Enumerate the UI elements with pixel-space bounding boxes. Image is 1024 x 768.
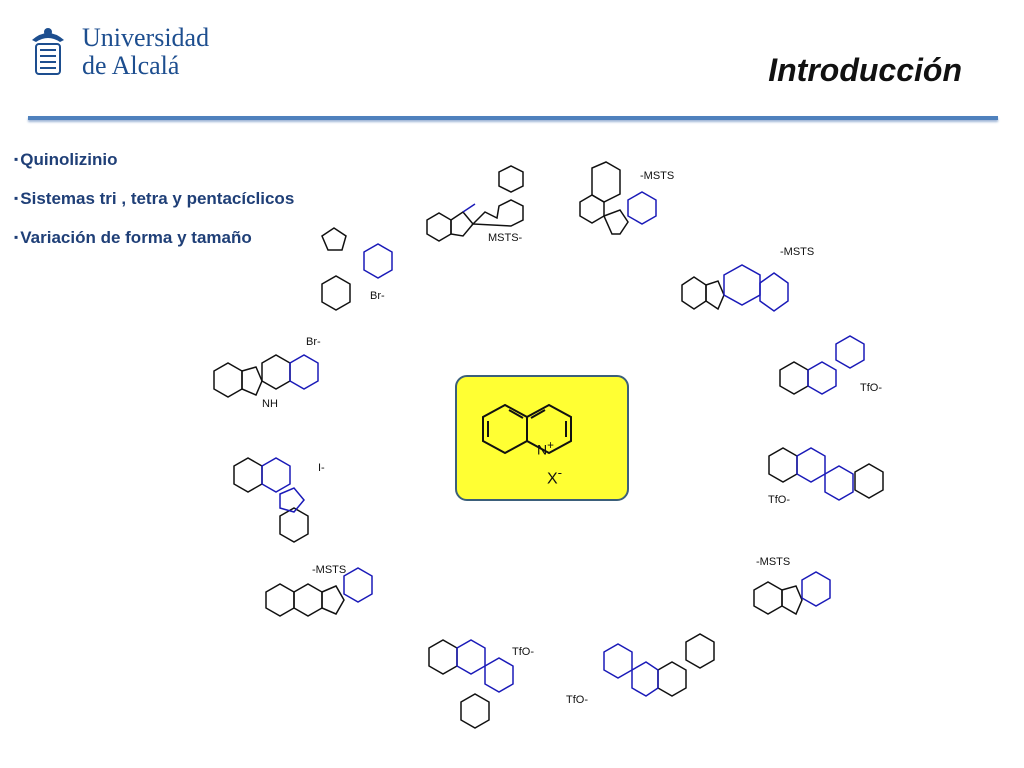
molecule-1 [426, 165, 524, 242]
header-divider [28, 116, 998, 120]
molecule-10 [233, 457, 309, 543]
quinolizinium-structure [482, 403, 572, 455]
logo-line-1: Universidad [82, 23, 210, 52]
molecule-4 [779, 335, 865, 395]
mol2-label: -MSTS [640, 170, 675, 182]
molecule-11 [213, 354, 319, 398]
molecule-7 [603, 633, 715, 697]
center-anion: X [547, 470, 558, 488]
mol8-label: TfO- [512, 646, 534, 658]
molecule-2 [579, 161, 657, 235]
university-logo: Universidad de Alcalá [22, 22, 222, 84]
center-anion-charge: - [557, 465, 563, 480]
molecule-9 [265, 567, 373, 617]
molecule-12 [321, 227, 393, 311]
quinolizinium-core-box: N+ X- [455, 375, 629, 501]
bullet-item: Variación de forma y tamaño [14, 228, 294, 248]
logo-line-2: de Alcalá [82, 51, 180, 80]
mol11-label: Br- [306, 336, 321, 348]
bullet-list: Quinolizinio Sistemas tri , tetra y pent… [14, 150, 294, 267]
mol9-label: -MSTS [312, 564, 347, 576]
mol1-label: MSTS- [488, 232, 523, 244]
center-n: N [537, 441, 548, 458]
crest-icon [32, 28, 64, 75]
page-title: Introducción [768, 52, 962, 88]
bullet-item: Quinolizinio [14, 150, 294, 170]
center-charge: + [547, 439, 554, 452]
mol3-label: -MSTS [780, 246, 815, 258]
bullet-item: Sistemas tri , tetra y pentacíclicos [14, 189, 294, 209]
mol6-label: -MSTS [756, 556, 791, 568]
mol10-label: I- [318, 462, 325, 474]
molecule-8 [428, 639, 514, 729]
nh-label: NH [262, 398, 278, 410]
molecule-6 [753, 571, 831, 616]
mol5-label: TfO- [768, 494, 790, 506]
mol4-label: TfO- [860, 382, 882, 394]
molecule-5 [768, 447, 884, 501]
mol7-label: TfO- [566, 694, 588, 706]
mol12-label: Br- [370, 290, 385, 302]
molecule-3 [681, 264, 789, 312]
